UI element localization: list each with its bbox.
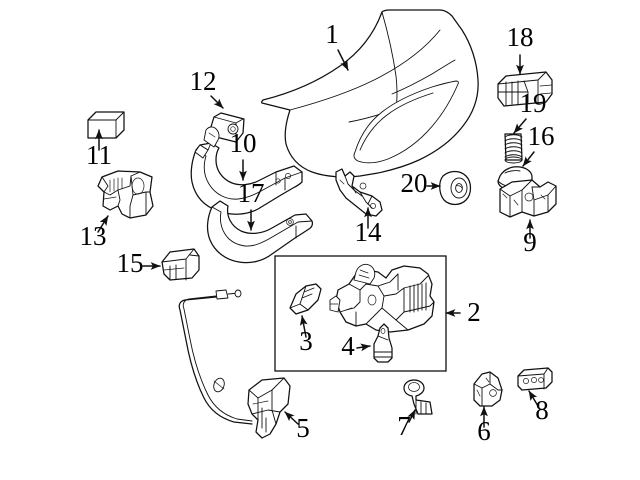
callout-label-12: 12 xyxy=(190,66,217,96)
callout-1[interactable]: 1 xyxy=(325,19,349,71)
callout-label-4: 4 xyxy=(341,331,355,361)
part-coil-spring[interactable] xyxy=(504,133,523,164)
part-lock-cylinder-cap[interactable] xyxy=(373,323,393,363)
callout-leader-13 xyxy=(97,215,109,233)
part-hinge-arm-left[interactable] xyxy=(190,126,303,215)
callout-label-3: 3 xyxy=(299,326,313,356)
callout-7[interactable]: 7 xyxy=(397,409,416,441)
callout-label-19: 19 xyxy=(520,88,547,118)
part-striker-wedge[interactable] xyxy=(289,283,322,315)
callout-4[interactable]: 4 xyxy=(341,331,371,361)
callout-label-1: 1 xyxy=(325,19,339,49)
callout-15[interactable]: 15 xyxy=(117,248,161,278)
callout-16[interactable]: 16 xyxy=(522,121,555,167)
callout-3[interactable]: 3 xyxy=(299,315,313,356)
callout-13[interactable]: 13 xyxy=(80,215,109,251)
part-latch-actuator[interactable] xyxy=(497,71,553,107)
callout-leader-3 xyxy=(299,315,308,338)
callout-5[interactable]: 5 xyxy=(284,411,310,443)
callout-label-10: 10 xyxy=(230,128,257,158)
callout-label-2: 2 xyxy=(467,297,481,327)
part-grommet-plug[interactable] xyxy=(439,170,472,206)
callout-leader-5 xyxy=(284,411,299,425)
callout-6[interactable]: 6 xyxy=(477,406,491,446)
callout-label-14: 14 xyxy=(355,217,383,247)
callout-14[interactable]: 14 xyxy=(355,207,383,247)
callout-label-9: 9 xyxy=(523,227,537,257)
callout-label-8: 8 xyxy=(535,395,549,425)
part-lock-assembly[interactable] xyxy=(329,263,435,333)
callout-label-20: 20 xyxy=(401,168,428,198)
part-emergency-release-handle[interactable] xyxy=(247,377,291,439)
part-latch-lever[interactable] xyxy=(335,168,383,217)
callout-17[interactable]: 17 xyxy=(238,178,265,231)
callout-12[interactable]: 12 xyxy=(190,66,224,109)
callout-19[interactable]: 19 xyxy=(513,88,547,134)
callout-8[interactable]: 8 xyxy=(528,390,549,425)
part-striker-bracket[interactable] xyxy=(473,371,503,407)
callout-leader-8 xyxy=(528,390,539,407)
callout-label-11: 11 xyxy=(86,140,112,170)
callout-20[interactable]: 20 xyxy=(401,168,441,198)
part-spacer-plate[interactable] xyxy=(517,367,553,391)
callout-label-17: 17 xyxy=(238,178,265,208)
callout-label-16: 16 xyxy=(528,121,555,151)
part-bolt[interactable] xyxy=(403,379,433,415)
callout-label-5: 5 xyxy=(296,413,310,443)
part-buffer-stop[interactable] xyxy=(87,111,125,139)
callout-9[interactable]: 9 xyxy=(523,219,537,257)
part-release-cable[interactable] xyxy=(178,289,253,425)
callout-label-15: 15 xyxy=(117,248,144,278)
callout-leader-7 xyxy=(407,409,416,423)
part-hinge-arm-right[interactable] xyxy=(206,200,313,264)
callout-label-13: 13 xyxy=(80,221,107,251)
part-lock-housing-plate[interactable] xyxy=(499,179,557,218)
callout-leader-19 xyxy=(513,118,527,134)
callout-label-18: 18 xyxy=(507,22,534,52)
callout-2[interactable]: 2 xyxy=(445,297,481,327)
part-hinge-mount-bracket[interactable] xyxy=(97,170,154,219)
callout-label-6: 6 xyxy=(477,416,491,446)
callout-label-7: 7 xyxy=(397,411,411,441)
part-control-module[interactable] xyxy=(161,248,200,281)
callout-18[interactable]: 18 xyxy=(507,22,534,75)
callout-11[interactable]: 11 xyxy=(86,129,112,170)
callout-leader-4 xyxy=(356,343,371,352)
callout-leader-12 xyxy=(210,95,224,109)
callout-10[interactable]: 10 xyxy=(230,128,257,181)
callout-leader-16 xyxy=(522,151,535,167)
callout-leader-1 xyxy=(337,49,349,71)
part-trunk-lid[interactable] xyxy=(260,9,479,178)
